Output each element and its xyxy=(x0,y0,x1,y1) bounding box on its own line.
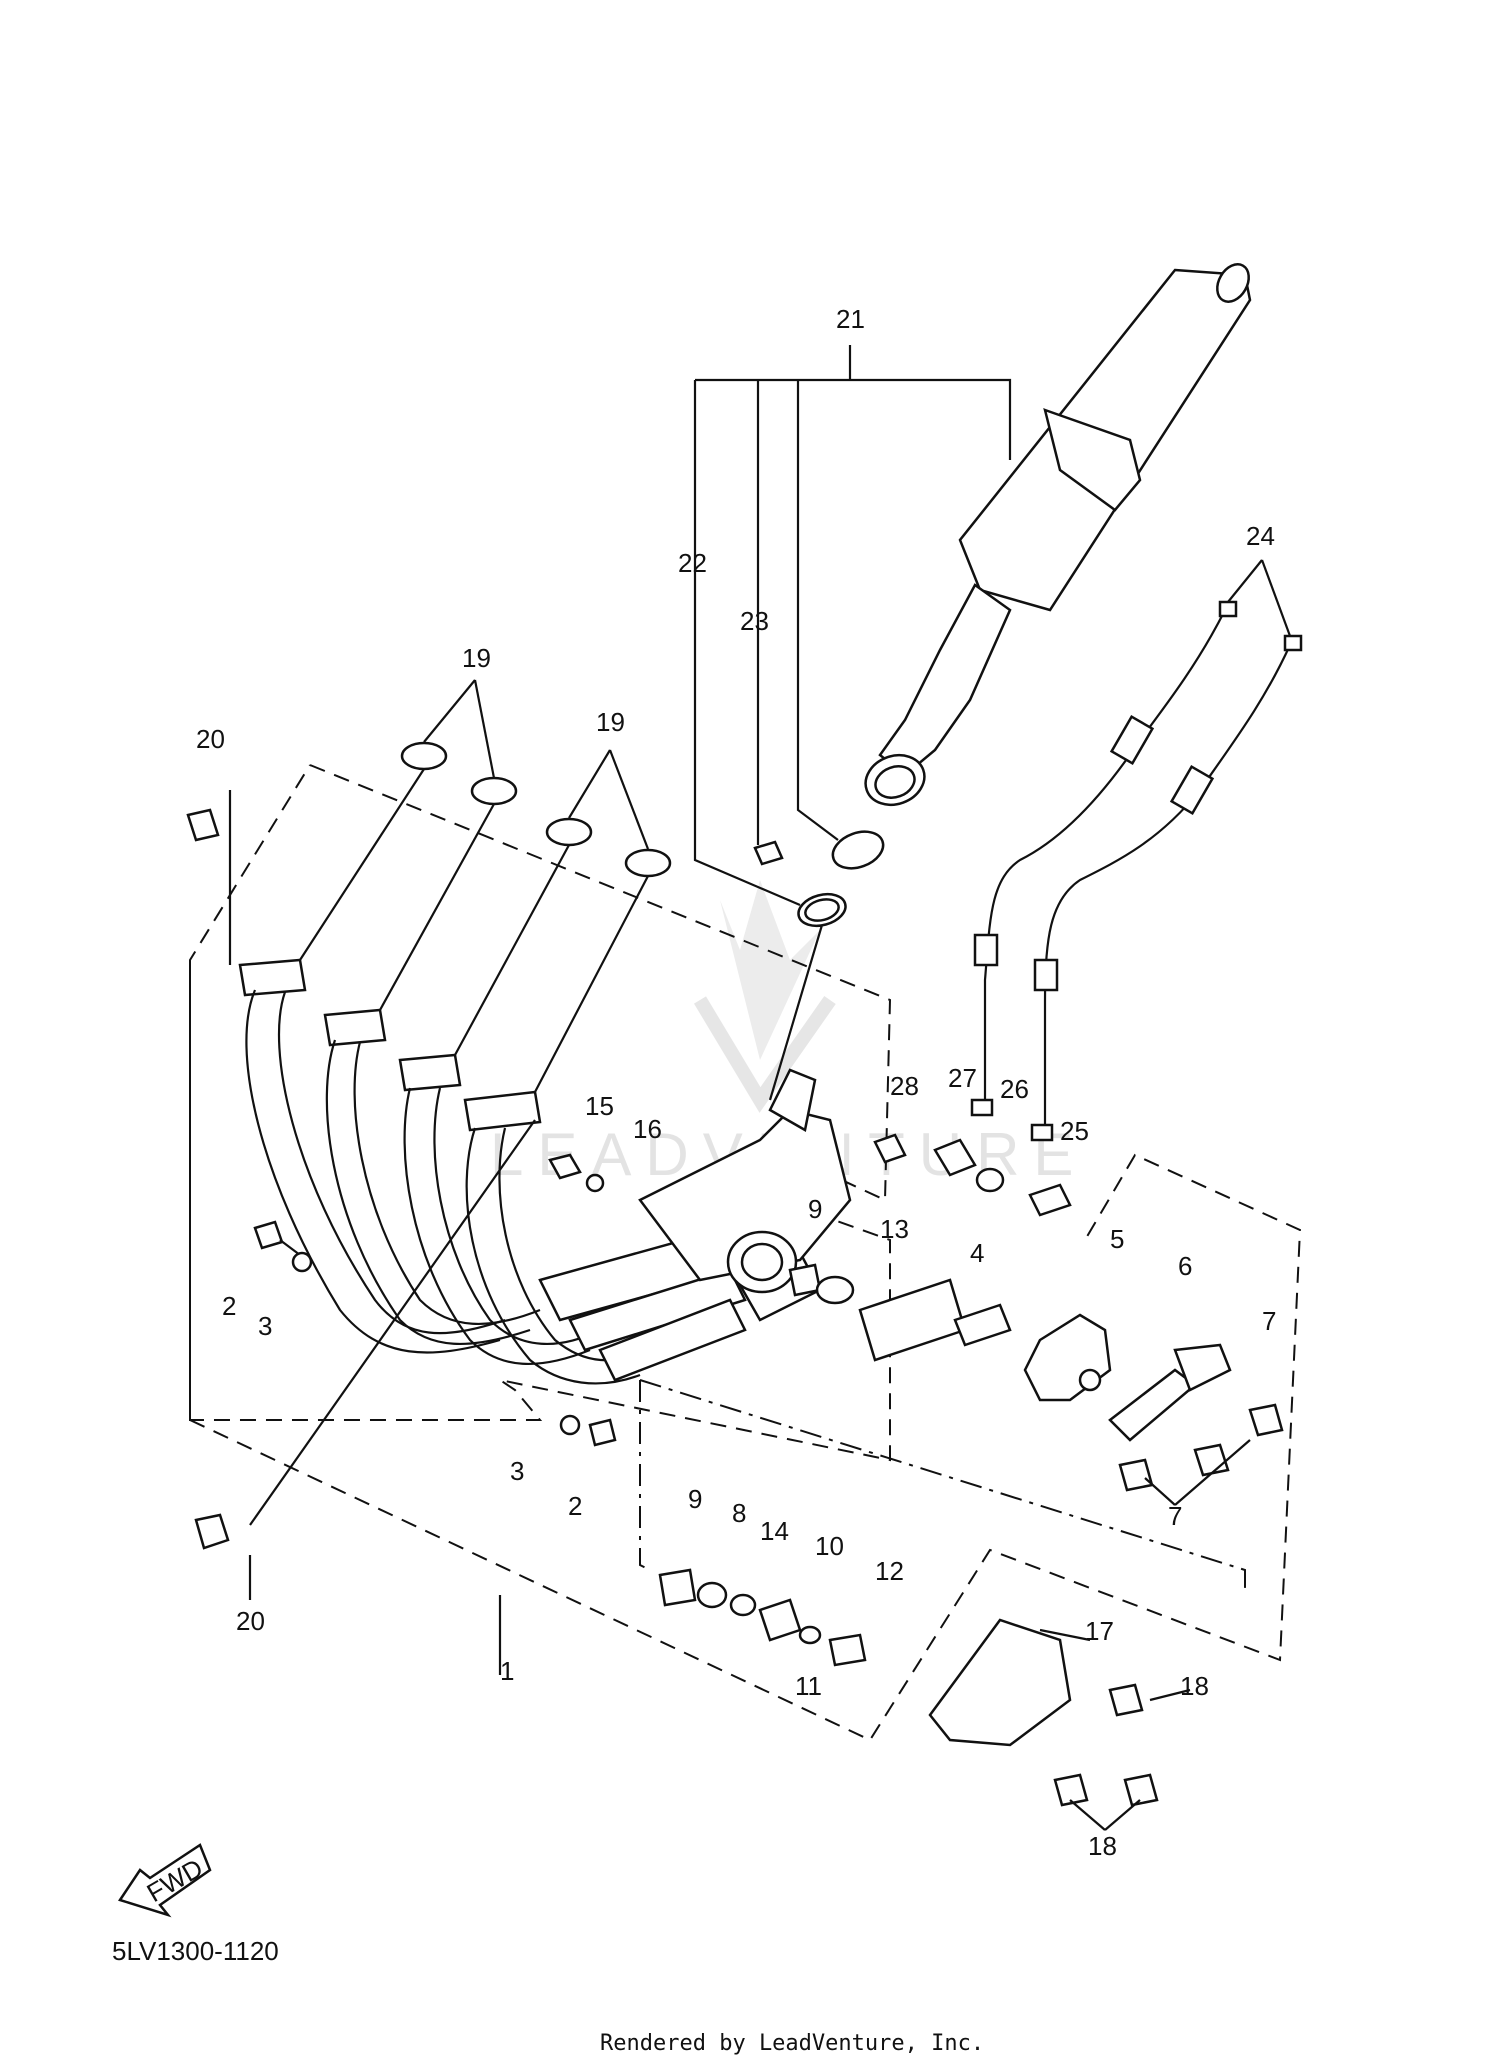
callout-5: 5 xyxy=(1110,1224,1124,1254)
callout-14: 14 xyxy=(760,1516,789,1546)
callout-18-right: 18 xyxy=(1180,1671,1209,1701)
part-code: 5LV1300-1120 xyxy=(112,1936,279,1966)
assembly-boundaries xyxy=(189,764,1302,1742)
muffler xyxy=(864,263,1252,807)
fwd-arrow-icon: FWD xyxy=(118,1843,212,1918)
callout-3-bottom: 3 xyxy=(510,1456,524,1486)
callout-17: 17 xyxy=(1085,1616,1114,1646)
callout-25: 25 xyxy=(1060,1116,1089,1146)
callout-8: 8 xyxy=(732,1498,746,1528)
callout-18-bottom: 18 xyxy=(1088,1831,1117,1861)
callout-16: 16 xyxy=(633,1114,662,1144)
pipe-gaskets xyxy=(400,741,672,878)
servo-assembly xyxy=(658,1263,1284,1807)
render-footer: Rendered by LeadVenture, Inc. xyxy=(600,2031,984,2056)
muffler-clamp xyxy=(753,830,885,928)
callout-2-bottom: 2 xyxy=(568,1491,582,1521)
callout-3-left: 3 xyxy=(258,1311,272,1341)
callout-labels: 1 2 2 3 3 4 5 6 7 7 8 9 9 10 11 12 13 14… xyxy=(196,304,1276,1861)
callout-4: 4 xyxy=(970,1238,984,1268)
valve-cables xyxy=(970,600,1303,1142)
callout-26: 26 xyxy=(1000,1074,1029,1104)
callout-20-top: 20 xyxy=(196,724,225,754)
callout-19-right: 19 xyxy=(596,707,625,737)
callout-21: 21 xyxy=(836,304,865,334)
hardware xyxy=(186,808,1072,1550)
callout-6: 6 xyxy=(1178,1251,1192,1281)
callout-7-bottom: 7 xyxy=(1168,1501,1182,1531)
callout-12: 12 xyxy=(875,1556,904,1586)
callout-11: 11 xyxy=(795,1671,822,1701)
callout-13: 13 xyxy=(880,1214,909,1244)
callout-9-bottom: 9 xyxy=(688,1484,702,1514)
callout-2-left: 2 xyxy=(222,1291,236,1321)
callout-22: 22 xyxy=(678,548,707,578)
leader-lines xyxy=(228,345,1292,1831)
callout-28: 28 xyxy=(890,1071,919,1101)
callout-9-top: 9 xyxy=(808,1194,822,1224)
callout-1: 1 xyxy=(500,1656,514,1686)
callout-23: 23 xyxy=(740,606,769,636)
callout-24: 24 xyxy=(1246,521,1275,551)
callout-19-left: 19 xyxy=(462,643,491,673)
callout-15: 15 xyxy=(585,1091,614,1121)
callout-10: 10 xyxy=(815,1531,844,1561)
callout-27: 27 xyxy=(948,1063,977,1093)
callout-7-right: 7 xyxy=(1262,1306,1276,1336)
callout-20-bottom: 20 xyxy=(236,1606,265,1636)
exhaust-collector xyxy=(638,1068,852,1294)
